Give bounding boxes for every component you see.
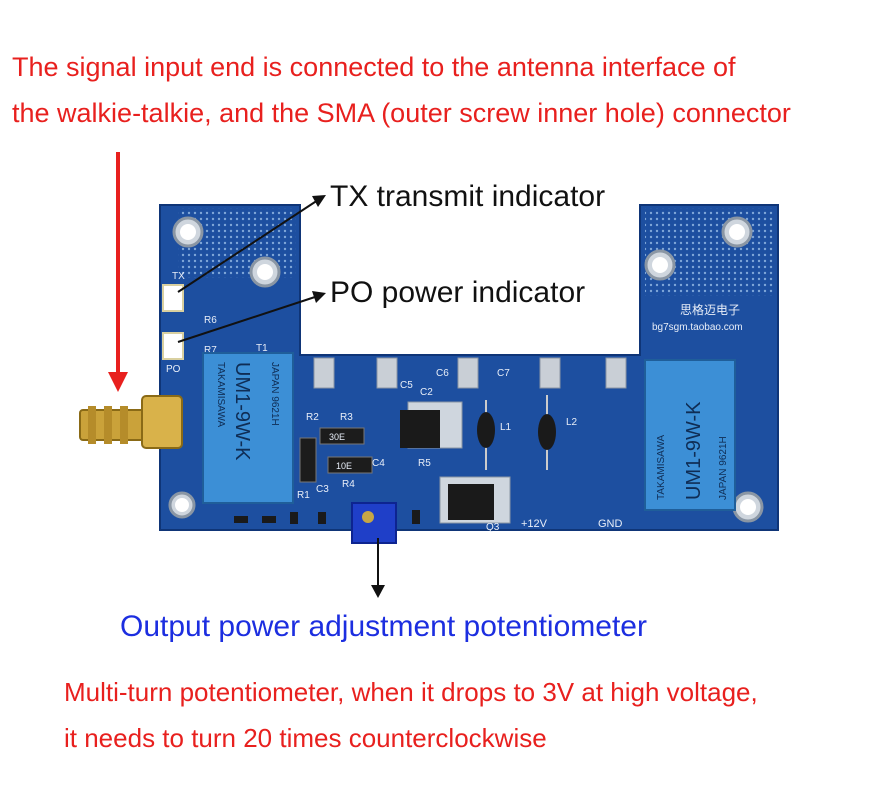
arrow-signal-input: [108, 152, 128, 392]
label-r7: R7: [204, 345, 217, 356]
relay-left-brand: TAKAMISAWA: [215, 362, 226, 428]
svg-text:R3: R3: [340, 412, 353, 423]
pot-note-line1: Multi-turn potentiometer, when it drops …: [64, 677, 758, 707]
silkscreen-labels: R2 R3 R4 R5 R1 C2 C3 C4 C5 C6 C7 L1 L2 Q…: [297, 368, 623, 533]
arrow-tx-indicator: [177, 195, 326, 293]
svg-text:L2: L2: [566, 417, 578, 428]
label-t1: T1: [256, 343, 268, 354]
resistor-30e-label: 30E: [329, 432, 345, 442]
potentiometer: [351, 502, 397, 544]
svg-text:C3: C3: [316, 484, 329, 495]
label-r6: R6: [204, 315, 217, 326]
svg-text:C6: C6: [436, 368, 449, 379]
svg-text:R1: R1: [297, 490, 310, 501]
svg-text:C5: C5: [400, 380, 413, 391]
svg-text:C7: C7: [497, 368, 510, 379]
output-pot-caption: Output power adjustment potentiometer: [120, 610, 647, 643]
svg-text:+12V: +12V: [521, 518, 548, 530]
svg-text:Q3: Q3: [486, 522, 500, 533]
resistor-301: [299, 437, 317, 483]
svg-text:GND: GND: [598, 518, 623, 530]
transistor-q3: [439, 476, 511, 524]
resistor-10e: [327, 456, 373, 474]
relay-right-origin: JAPAN 9621H: [718, 436, 729, 500]
po-indicator-caption: PO power indicator: [330, 276, 586, 309]
svg-text:L1: L1: [500, 422, 512, 433]
label-po: PO: [166, 364, 181, 375]
tx-indicator-caption: TX transmit indicator: [330, 180, 606, 213]
solder-pads: [313, 357, 627, 389]
relay-right-model: UM1-9W-K: [683, 401, 705, 500]
svg-text:R5: R5: [418, 458, 431, 469]
resistor-10e-label: 10E: [336, 461, 352, 471]
arrow-po-indicator: [177, 291, 326, 343]
signal-input-caption-line2: the walkie-talkie, and the SMA (outer sc…: [12, 98, 791, 128]
transistor-q2: [400, 401, 463, 449]
choke-l1: [477, 400, 495, 470]
smd-parts: [234, 510, 420, 524]
resistor-30e: [319, 427, 365, 445]
svg-text:C2: C2: [420, 387, 433, 398]
sma-connector: [79, 395, 183, 449]
choke-l2: [538, 395, 556, 470]
svg-text:C4: C4: [372, 458, 385, 469]
svg-text:R2: R2: [306, 412, 319, 423]
mounting-holes: [168, 216, 764, 523]
tx-led: [162, 284, 184, 312]
signal-input-caption-line1: The signal input end is connected to the…: [12, 52, 736, 82]
relay-left-origin: JAPAN 9621H: [269, 362, 280, 426]
label-tx: TX: [172, 271, 185, 282]
brand-cn: 思格迈电子: [680, 302, 740, 317]
relay-left-model: UM1-9W-K: [231, 362, 253, 461]
pot-note-line2: it needs to turn 20 times counterclockwi…: [64, 723, 547, 753]
po-led: [162, 332, 184, 360]
relay-right-brand: TAKAMISAWA: [656, 434, 667, 500]
arrow-output-pot: [371, 538, 385, 598]
svg-text:R4: R4: [342, 479, 355, 490]
relay-right: TAKAMISAWA UM1-9W-K JAPAN 9621H: [644, 359, 736, 511]
brand-url: bg7sgm.taobao.com: [652, 322, 743, 333]
relay-left: TAKAMISAWA UM1-9W-K JAPAN 9621H: [202, 352, 294, 504]
